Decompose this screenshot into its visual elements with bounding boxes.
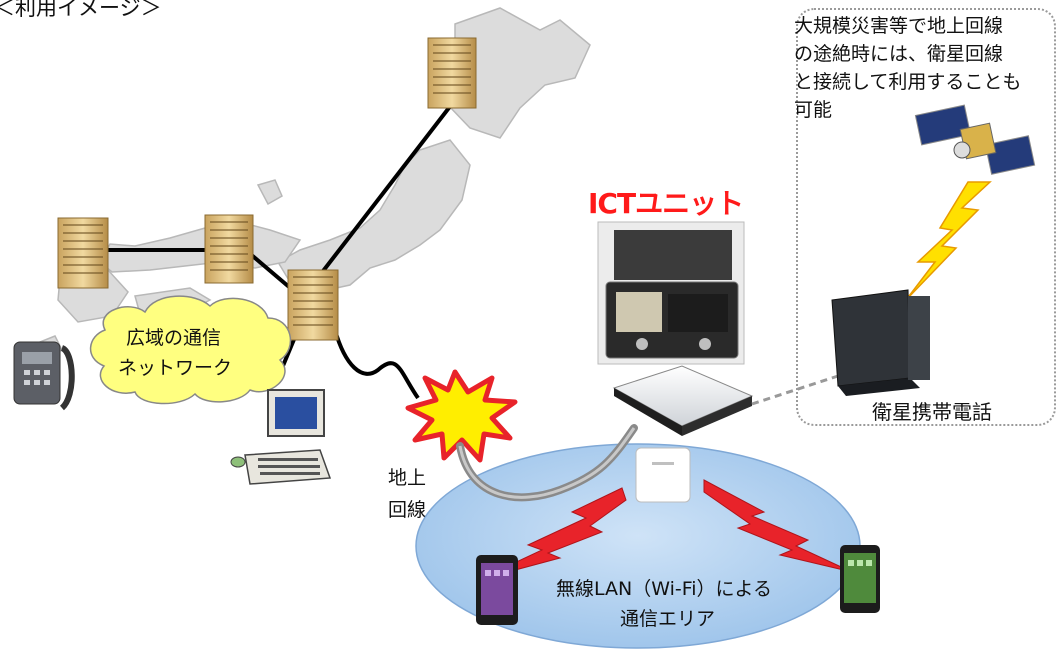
smartphone-icon	[840, 545, 880, 613]
ground-line-label-line2: 回線	[388, 499, 427, 521]
computer-icon	[230, 389, 332, 485]
wifi-signal-left	[477, 487, 627, 581]
satellite-note-text: 大規模災害等で地上回線 の途絶時には、衛星回線 と接続して利用することも 可能	[794, 15, 1022, 121]
wifi-signal-right	[703, 479, 853, 573]
ict-unit-box	[612, 365, 754, 436]
building-icon	[287, 269, 339, 341]
wifi-access-point-icon	[635, 447, 691, 503]
wifi-area-label-line1: 無線LAN（Wi-Fi）による	[556, 578, 772, 600]
cloud-shape	[89, 295, 292, 405]
telephone-icon	[13, 341, 75, 411]
ict-unit-photo	[597, 221, 745, 365]
ground-line-label-line1: 地上	[388, 467, 427, 489]
ict-unit-title: ICTユニット	[588, 187, 744, 220]
line-break-burst-icon	[405, 369, 518, 463]
building-icon	[204, 214, 254, 284]
satellite-signal-lightning	[905, 181, 992, 301]
satellite-icon	[914, 104, 1036, 175]
smartphone-icon	[476, 555, 518, 625]
satellite-link-dashed	[751, 374, 839, 406]
building-icon	[57, 217, 109, 289]
usage-image-label: ＜利用イメージ＞	[0, 0, 162, 20]
building-icon	[427, 37, 477, 109]
satellite-phone-icon	[831, 289, 930, 396]
satellite-note-box	[796, 8, 1056, 426]
satellite-phone-label: 衛星携帯電話	[872, 400, 992, 424]
wide-network-label-line1: 広域の通信	[126, 327, 222, 349]
wifi-area-label-line2: 通信エリア	[620, 608, 716, 630]
wide-network-label-line2: ネットワーク	[118, 357, 233, 379]
